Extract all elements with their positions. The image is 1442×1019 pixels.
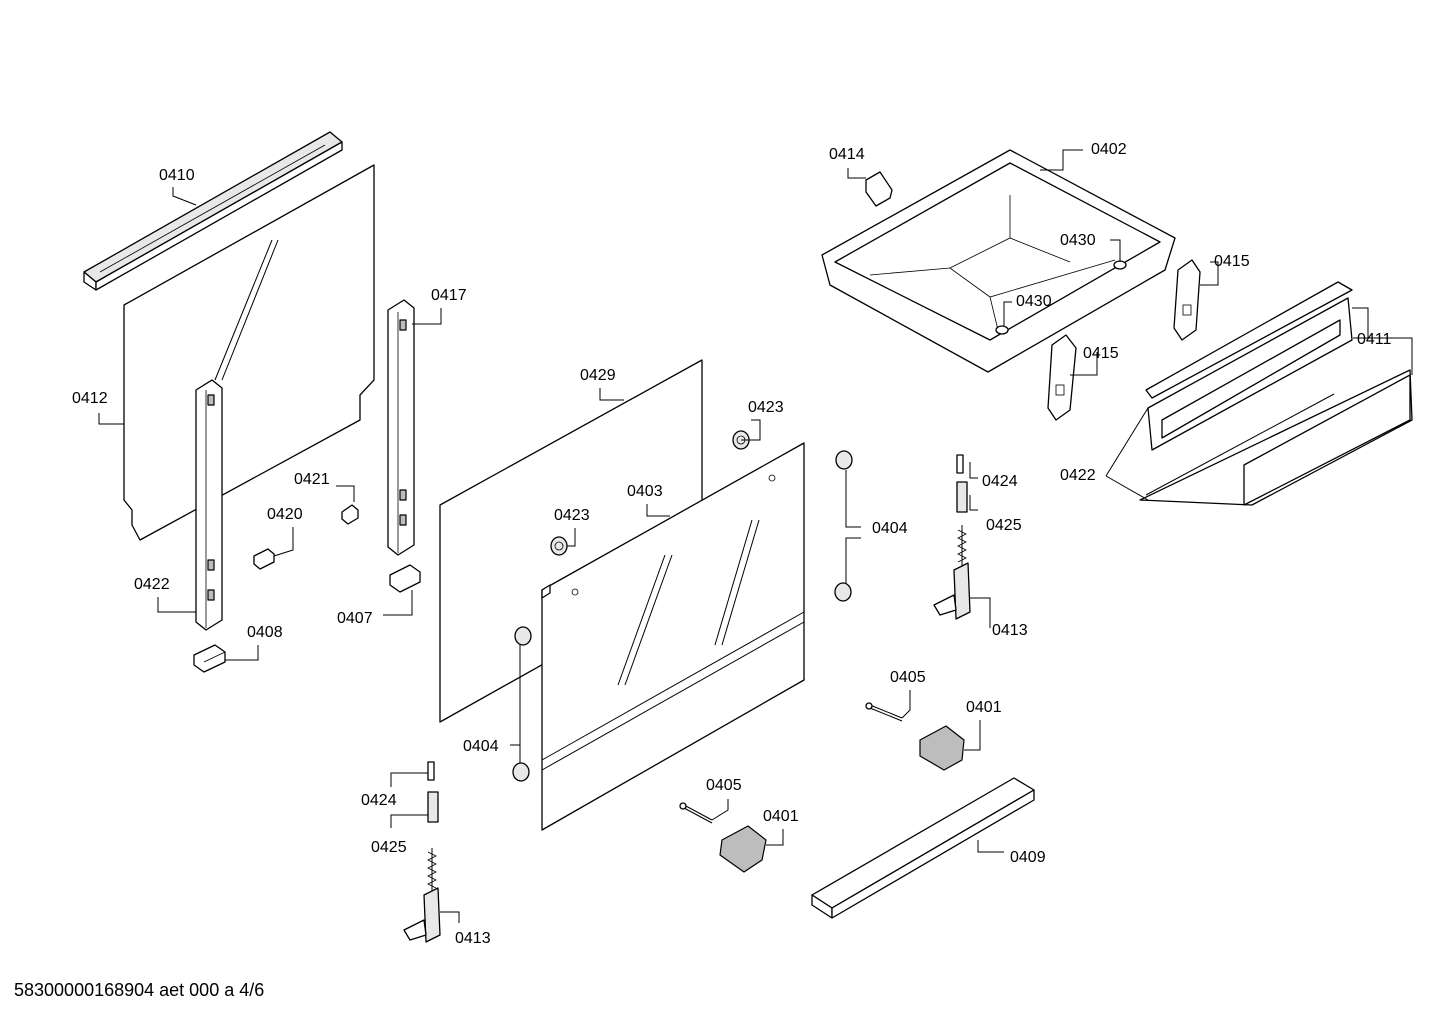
label-0417: 0417: [431, 287, 467, 304]
label-0421: 0421: [294, 471, 330, 488]
part-0415-bracket-lower: [1047, 334, 1077, 421]
label-0402: 0402: [1091, 141, 1127, 158]
label-0410: 0410: [159, 167, 195, 184]
label-0413-left: 0413: [455, 930, 491, 947]
label-0404-door: 0404: [463, 738, 499, 755]
part-0404-bumper-right-upper: [835, 450, 853, 470]
part-0415-bracket-upper: [1173, 259, 1201, 341]
label-0422-right: 0422: [1060, 467, 1096, 484]
part-0413-hinge-right: [933, 525, 971, 620]
part-0425-sleeve-right: [956, 481, 968, 513]
label-0423-mid: 0423: [554, 507, 590, 524]
callout-labels: 0410 0412 0417 0421 0420 0422 0408 0407 …: [72, 141, 1392, 947]
part-0401-end-cap-lower: [719, 825, 767, 873]
label-0411: 0411: [1357, 331, 1392, 348]
label-0430-upper: 0430: [1060, 232, 1096, 249]
label-0414: 0414: [829, 146, 865, 163]
part-0404-bumper-door-upper: [514, 626, 532, 646]
document-footer-id: 58300000168904 aet 000 a 4/6: [14, 980, 265, 1000]
label-0407: 0407: [337, 610, 373, 627]
label-0403: 0403: [627, 483, 663, 500]
label-0412: 0412: [72, 390, 108, 407]
label-0401-lower: 0401: [763, 808, 799, 825]
part-0417-center-rail: [387, 299, 415, 556]
label-0405-lower: 0405: [706, 777, 742, 794]
part-0424-pin-left: [427, 761, 435, 781]
part-0420-bracket: [253, 548, 275, 570]
label-0429: 0429: [580, 367, 616, 384]
part-0424-pin-right: [956, 454, 964, 474]
leader-lines: [98, 149, 1413, 923]
label-0415-lower: 0415: [1083, 345, 1119, 362]
label-0404-right: 0404: [872, 520, 908, 537]
part-0404-bumper-door-lower: [512, 762, 530, 782]
label-0424-left: 0424: [361, 792, 397, 809]
part-0403-door-front: [541, 442, 805, 831]
label-0408: 0408: [247, 624, 283, 641]
part-0413-hinge-left: [403, 848, 441, 943]
label-0413-right: 0413: [992, 622, 1028, 639]
part-0414-clip: [865, 171, 893, 207]
label-0424-right: 0424: [982, 473, 1018, 490]
label-0415-upper: 0415: [1214, 253, 1250, 270]
part-0405-screw-upper: [865, 702, 903, 722]
part-0408-hinge-block: [193, 644, 226, 673]
part-0425-sleeve-left: [427, 791, 439, 823]
part-0401-end-cap-upper: [919, 725, 965, 771]
label-0430-lower: 0430: [1016, 293, 1052, 310]
part-0423-bumper-mid: [550, 536, 568, 556]
part-0409-handle-bar: [811, 777, 1035, 919]
label-0422-left: 0422: [134, 576, 170, 593]
part-0402-drawer-tray: [821, 149, 1176, 373]
label-0409: 0409: [1010, 849, 1046, 866]
label-0401-upper: 0401: [966, 699, 1002, 716]
part-0412-rear-glass-panel: [123, 164, 375, 541]
part-0405-screw-lower: [679, 802, 713, 824]
label-0425-right: 0425: [986, 517, 1022, 534]
part-0404-bumper-right-lower: [834, 582, 852, 602]
part-0422-left-rail: [195, 379, 223, 631]
label-0420: 0420: [267, 506, 303, 523]
part-0421-clip: [341, 504, 359, 525]
label-0425-left: 0425: [371, 839, 407, 856]
part-0410-top-trim: [83, 131, 343, 291]
part-0411-drawer-front: [1139, 281, 1413, 506]
label-0423-top: 0423: [748, 399, 784, 416]
part-0407-hinge-block: [389, 564, 421, 593]
label-0405-upper: 0405: [890, 669, 926, 686]
